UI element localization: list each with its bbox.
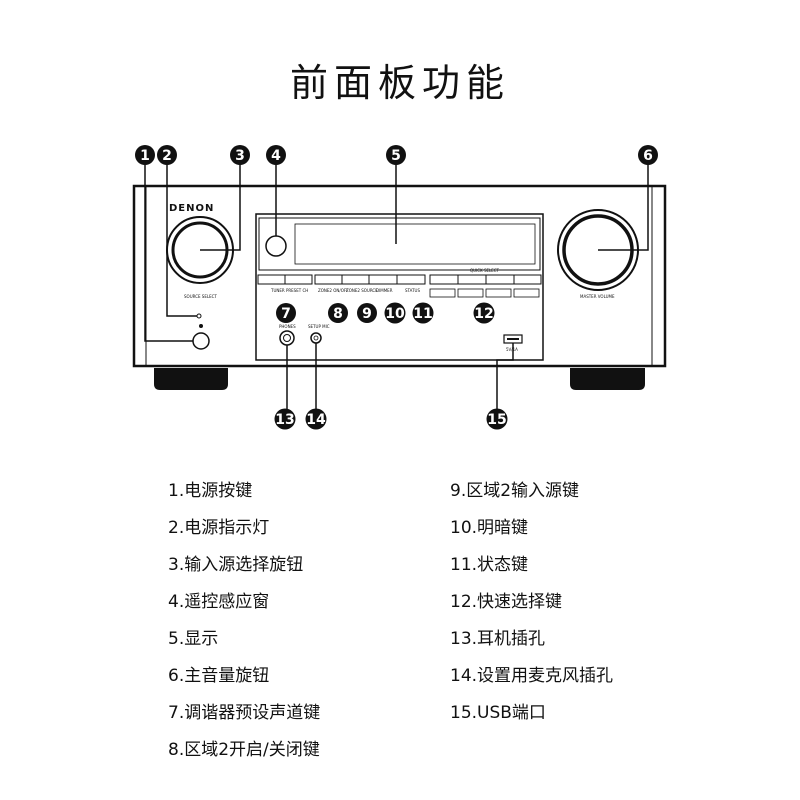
setup-mic-label: SETUP MIC [308, 324, 330, 329]
tuner-preset-up-button[interactable] [284, 274, 313, 285]
legend-item: 1.电源按键 [168, 481, 253, 501]
legend-item: 12.快速选择键 [450, 592, 563, 612]
svg-text:15: 15 [487, 412, 506, 428]
top-button-row [257, 274, 542, 285]
zone2-source-label: ZONE2 SOURCE [346, 288, 378, 293]
quick-select-key-4[interactable] [513, 288, 540, 298]
quick-select-key-3[interactable] [485, 288, 512, 298]
power-indicator [196, 313, 202, 319]
quick-select-key-2[interactable] [457, 288, 484, 298]
svg-text:2: 2 [162, 148, 172, 164]
legend-item: 9.区域2输入源键 [450, 481, 580, 501]
number-badges: 1 2 3 4 5 6 7 8 9 10 11 12 13 14 15 [135, 145, 658, 430]
legend-item: 8.区域2开启/关闭键 [168, 740, 320, 760]
phones-label: PHONES [279, 324, 296, 329]
legend-item: 5.显示 [168, 629, 219, 649]
svg-text:7: 7 [281, 306, 291, 322]
badge-3: 3 [230, 145, 250, 165]
remote-sensor-window [265, 235, 287, 257]
svg-text:1: 1 [140, 148, 150, 164]
badge-5: 5 [386, 145, 406, 165]
quick-select-button-d[interactable] [513, 274, 542, 285]
badge-14: 14 [305, 408, 327, 430]
zone2-onoff-label: ZONE2 ON/OFF [318, 288, 349, 293]
legend-item: 2.电源指示灯 [168, 518, 270, 538]
badge-10: 10 [384, 302, 406, 324]
leader-lines [144, 163, 649, 410]
tuner-preset-down-button[interactable] [257, 274, 286, 285]
svg-text:14: 14 [306, 412, 326, 428]
legend-item: 3.输入源选择旋钮 [168, 555, 304, 575]
legend-item: 10.明暗键 [450, 518, 529, 538]
legend-item: 15.USB端口 [450, 703, 546, 723]
svg-text:11: 11 [413, 306, 432, 322]
dimmer-label: DIMMER [376, 288, 393, 293]
quick-select-button-c[interactable] [485, 274, 515, 285]
left-foot [154, 368, 228, 390]
badge-13: 13 [274, 408, 296, 430]
badge-8: 8 [328, 303, 348, 323]
right-foot [570, 368, 645, 390]
legend-item: 6.主音量旋钮 [168, 666, 270, 686]
legend-item: 14.设置用麦克风插孔 [450, 666, 614, 686]
legend-right-column: 9.区域2输入源键 10.明暗键 11.状态键 12.快速选择键 13.耳机插孔… [450, 473, 613, 732]
badge-11: 11 [412, 302, 434, 324]
page-title: 前面板功能 [289, 61, 510, 105]
zone2-onoff-button[interactable] [314, 274, 343, 285]
quick-select-button-b[interactable] [457, 274, 487, 285]
status-button[interactable] [396, 274, 426, 285]
quick-select-label: QUICK SELECT [470, 268, 500, 273]
svg-text:10: 10 [385, 306, 405, 322]
status-label: STATUS [405, 288, 420, 293]
svg-text:13: 13 [275, 412, 294, 428]
legend-item: 4.遥控感应窗 [168, 592, 270, 612]
badge-6: 6 [638, 145, 658, 165]
tuner-preset-label: TUNER PRESET CH [270, 288, 308, 293]
legend-item: 7.调谐器预设声道键 [168, 703, 321, 723]
usb-port-label: 5V/1A [506, 347, 518, 352]
badge-12: 12 [473, 302, 495, 324]
dimmer-button[interactable] [368, 274, 398, 285]
badge-4: 4 [266, 145, 286, 165]
svg-text:8: 8 [333, 306, 343, 322]
badge-9: 9 [357, 303, 377, 323]
svg-text:9: 9 [362, 306, 372, 322]
svg-text:3: 3 [235, 148, 245, 164]
quick-select-button-a[interactable] [429, 274, 459, 285]
svg-text:4: 4 [271, 148, 281, 164]
zone2-source-button[interactable] [341, 274, 370, 285]
source-select-label: SOURCE SELECT [184, 294, 217, 299]
svg-text:5: 5 [391, 148, 401, 164]
master-volume-label: MASTER VOLUME [580, 294, 615, 299]
badge-2: 2 [157, 145, 177, 165]
quick-select-keys [429, 288, 540, 298]
badge-1: 1 [135, 145, 155, 165]
badge-7: 7 [276, 303, 296, 323]
power-button[interactable] [192, 332, 210, 350]
brand-logo: DENON [169, 203, 214, 214]
power-symbol-icon [199, 324, 203, 328]
badge-15: 15 [486, 408, 508, 430]
display-screen [294, 223, 536, 265]
svg-text:12: 12 [474, 306, 493, 322]
legend-left-column: 1.电源按键 2.电源指示灯 3.输入源选择旋钮 4.遥控感应窗 5.显示 6.… [168, 473, 320, 769]
legend-item: 11.状态键 [450, 555, 529, 575]
legend-item: 13.耳机插孔 [450, 629, 546, 649]
quick-select-key-1[interactable] [429, 288, 456, 298]
svg-text:6: 6 [643, 148, 653, 164]
